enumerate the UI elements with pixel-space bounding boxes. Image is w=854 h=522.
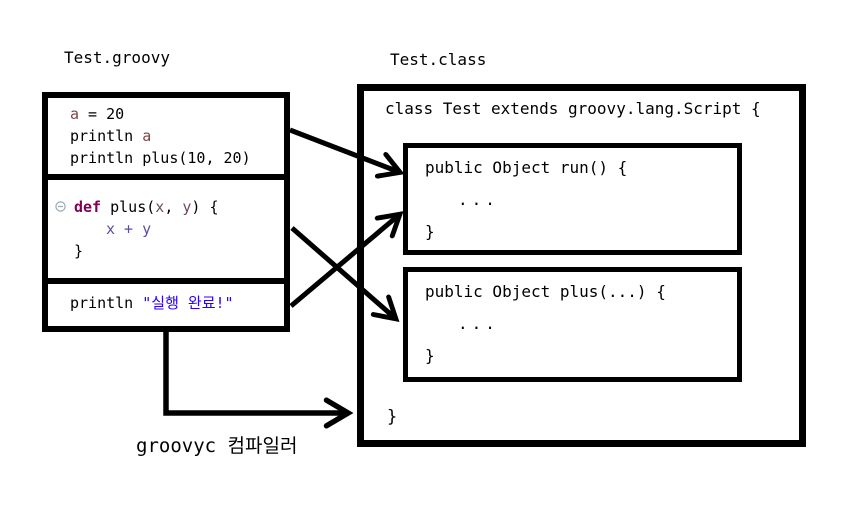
class-box: class Test extends groovy.lang.Script { … [357,84,806,447]
method-body-ellipsis: ... [458,190,499,209]
method-close-brace: } [425,222,435,241]
plus-method-box: public Object plus(...) { ... } [403,267,742,382]
code-token: , [164,198,183,216]
keyword-token: def [74,198,102,216]
parameter-token: y [182,198,192,216]
method-signature: public Object run() { [425,158,628,177]
code-line: a = 20 [48,103,284,125]
groovy-file-title: Test.groovy [64,48,170,67]
class-close-brace: } [387,407,398,427]
arrow-groovyc-compile [163,331,347,413]
code-token: println [70,127,143,145]
code-token: ) { [191,198,219,216]
code-fold-icon[interactable] [55,201,66,212]
code-line: } [48,240,284,262]
code-token: plus( [101,198,156,216]
expression-token: x + y [106,220,152,238]
code-line: println a [48,125,284,147]
section-method-definition: def plus(x, y) { x + y } [48,174,284,278]
class-file-title: Test.class [390,50,487,69]
code-token: println plus(10, 20) [70,149,251,167]
code-token: = 20 [79,105,125,123]
run-method-box: public Object run() { ... } [403,143,742,255]
code-line: println plus(10, 20) [48,147,284,169]
groovy-source-box: a = 20 println a println plus(10, 20) de… [42,92,290,332]
section-script-statements: a = 20 println a println plus(10, 20) [48,98,284,174]
code-token: } [74,242,84,260]
class-declaration: class Test extends groovy.lang.Script { [385,99,761,118]
variable-token: a [142,127,152,145]
section-final-statement: println "실행 완료!" [48,278,284,326]
code-line: println "실행 완료!" [48,292,284,314]
method-close-brace: } [425,346,435,365]
code-line: x + y [48,218,284,240]
variable-token: a [70,105,80,123]
string-token: "실행 완료!" [142,294,234,312]
compiler-label: groovyc 컴파일러 [136,435,298,457]
method-signature: public Object plus(...) { [425,282,666,301]
code-token: println [70,294,143,312]
method-body-ellipsis: ... [458,314,499,333]
code-line: def plus(x, y) { [48,196,284,218]
parameter-token: x [155,198,165,216]
